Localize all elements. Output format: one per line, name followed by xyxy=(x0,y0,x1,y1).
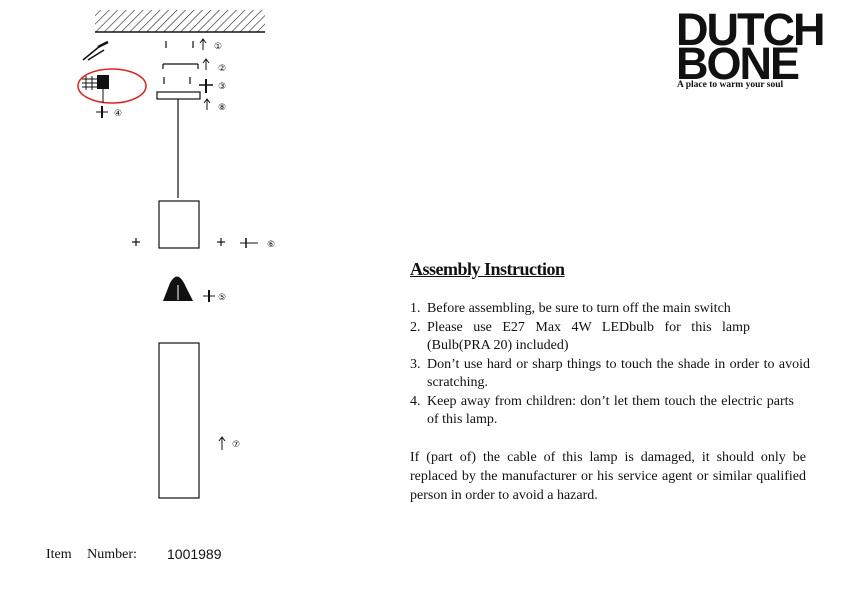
instruction-step: 1. Before assembling, be sure to turn of… xyxy=(410,300,810,319)
cable-warning: If (part of) the cable of this lamp is d… xyxy=(410,450,806,503)
ceiling-hatch xyxy=(95,10,265,32)
item-number-label: Item Number: xyxy=(46,547,137,562)
mounting-bracket xyxy=(162,63,199,69)
screw-icon xyxy=(240,238,258,248)
lamp-shade xyxy=(158,342,200,499)
bracket-screws xyxy=(163,77,191,84)
step-marker-3: ③ xyxy=(218,82,226,92)
wire-terminal-detail xyxy=(77,68,147,118)
step-text: Before assembling, be sure to turn off t… xyxy=(427,301,731,316)
screwdriver-icon xyxy=(199,79,213,93)
instruction-steps: 1. Before assembling, be sure to turn of… xyxy=(410,300,810,430)
lamp-holder xyxy=(158,200,200,249)
step-marker-8: ⑧ xyxy=(218,103,226,113)
step-text: Please use E27 Max 4W LEDbulb for this l… xyxy=(427,319,750,354)
brand-logo-line1: DUTCH xyxy=(676,4,825,55)
ceiling-screws xyxy=(165,41,194,48)
step-marker-2: ② xyxy=(218,64,226,74)
arrow-up-icon xyxy=(199,38,207,50)
wire-cutter-icon xyxy=(82,40,109,61)
step-marker-1: ① xyxy=(214,42,222,52)
brand-logo-line2: BONE xyxy=(676,38,800,89)
instruction-step: 3. Don’t use hard or sharp things to tou… xyxy=(410,356,810,393)
instructions-title: Assembly Instruction xyxy=(410,259,565,279)
screwdriver-icon xyxy=(203,290,215,302)
instruction-step: 2. Please use E27 Max 4W LEDbulb for thi… xyxy=(410,319,810,356)
arrow-up-icon xyxy=(202,58,210,70)
arrow-up-icon xyxy=(203,98,211,110)
step-text: Don’t use hard or sharp things to touch … xyxy=(427,356,810,391)
step-number: 2. xyxy=(410,319,421,335)
step-number: 1. xyxy=(410,301,421,316)
highlight-circle xyxy=(77,68,147,104)
step-marker-4: ④ xyxy=(114,109,122,119)
instruction-step: 4. Keep away from children: don’t let th… xyxy=(410,393,810,430)
step-number: 4. xyxy=(410,393,421,409)
step-text: Keep away from children: don’t let them … xyxy=(427,393,794,428)
step-marker-5: ⑤ xyxy=(218,293,226,303)
step-marker-7: ⑦ xyxy=(232,440,240,450)
step-number: 3. xyxy=(410,356,421,372)
canopy xyxy=(156,91,201,100)
step-marker-6: ⑥ xyxy=(267,240,275,250)
brand-tagline: A place to warm your soul xyxy=(677,80,784,90)
arrow-up-icon xyxy=(218,436,226,450)
item-number-value: 1001989 xyxy=(167,546,222,562)
